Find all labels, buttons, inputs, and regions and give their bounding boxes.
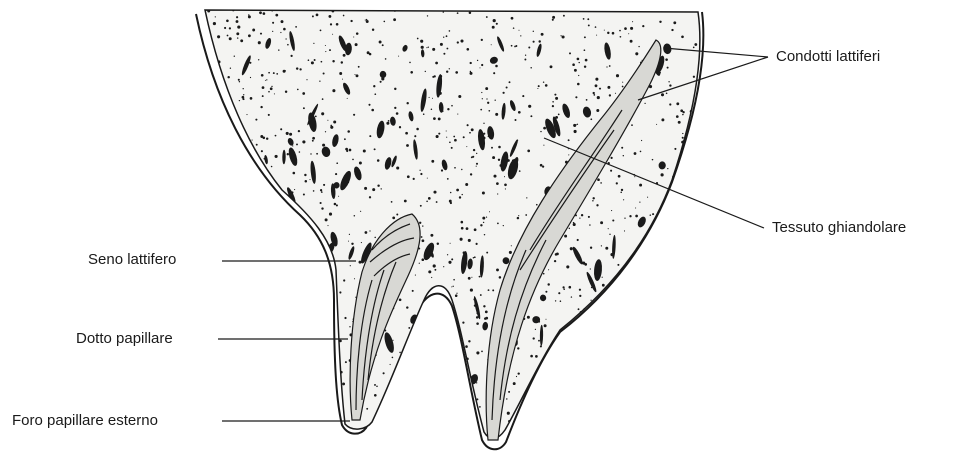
leader-tessuto — [543, 137, 765, 229]
right-teat-duct — [485, 39, 662, 441]
udder-outline — [195, 11, 705, 451]
glandular-tissue-area — [204, 9, 701, 440]
leader-condotti-a — [663, 47, 769, 58]
leader-condotti-b — [637, 56, 769, 101]
label-tessuto-ghiandolare: Tessuto ghiandolare — [772, 219, 907, 236]
leader-lines — [218, 47, 769, 422]
left-teat-sinus — [349, 213, 421, 421]
label-dotto-papillare: Dotto papillare — [76, 330, 173, 347]
label-seno-lattifero: Seno lattifero — [88, 251, 177, 268]
label-condotti-lattiferi: Condotti lattiferi — [776, 48, 881, 65]
label-foro-papillare-esterno: Foro papillare esterno — [12, 412, 158, 429]
